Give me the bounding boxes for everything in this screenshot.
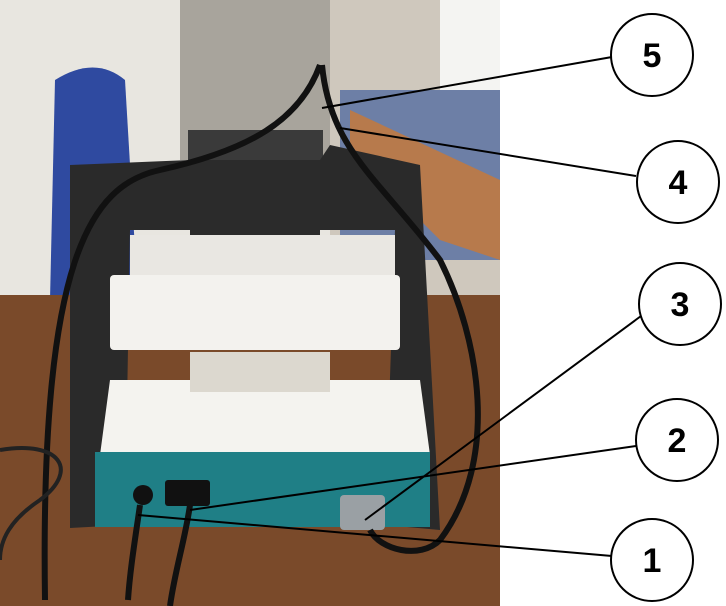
leader-lines: [137, 56, 642, 557]
sample-tray: [190, 352, 330, 392]
callout-1: 1: [610, 518, 694, 602]
white-deck: [100, 380, 430, 455]
window: [440, 0, 500, 90]
round-connector: [133, 485, 153, 505]
callout-3: 3: [638, 262, 722, 346]
callout-5: 5: [610, 13, 694, 97]
callout-label: 4: [669, 164, 688, 202]
serial-connector: [340, 495, 385, 530]
cable: [319, 64, 481, 554]
callout-label: 5: [643, 37, 662, 75]
callout-4: 4: [636, 140, 720, 224]
cable: [41, 63, 323, 601]
callout-label: 1: [643, 542, 662, 580]
power-socket: [165, 480, 210, 506]
callout-2: 2: [635, 398, 719, 482]
callout-label: 3: [671, 286, 690, 324]
white-carriage: [110, 275, 400, 350]
wooden-roll: [350, 110, 500, 260]
callout-label: 2: [668, 422, 687, 460]
